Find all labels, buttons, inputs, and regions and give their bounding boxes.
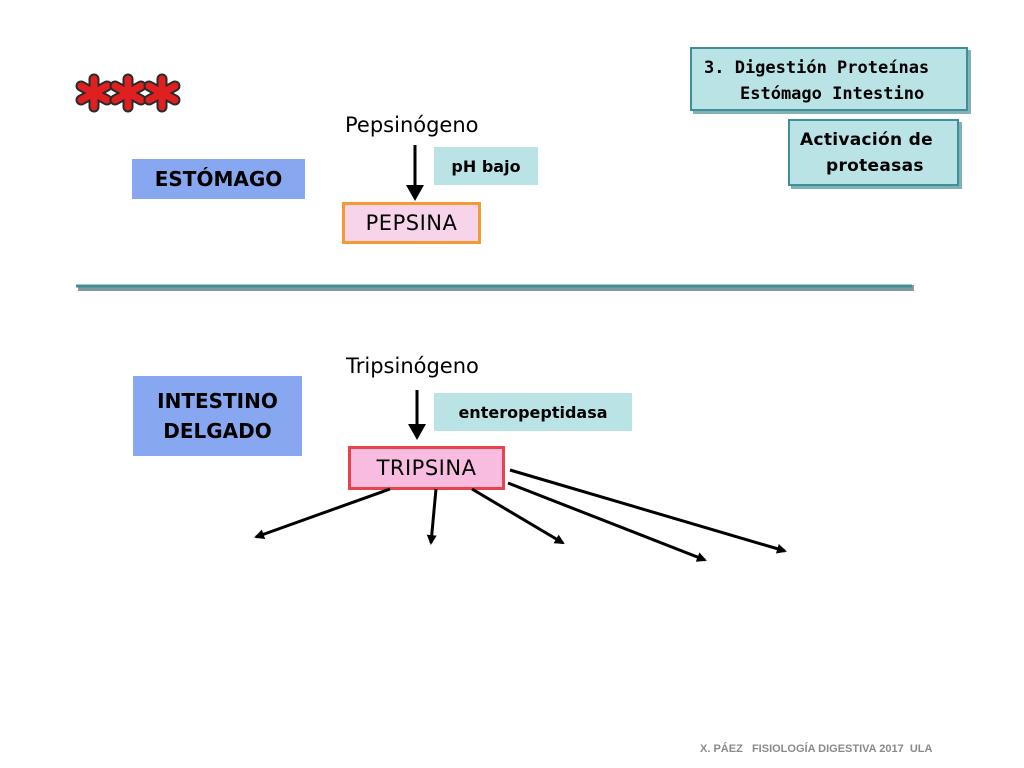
trypsinogen-label: Tripsinógeno <box>346 354 479 378</box>
tripsina-box: TRIPSINA <box>348 446 505 490</box>
activation-line-2: proteasas <box>826 156 924 176</box>
title-line-2: Estómago Intestino <box>740 84 925 104</box>
pepsinogen-down-arrow-icon <box>406 145 424 201</box>
stomach-label-text: ESTÓMAGO <box>154 167 283 191</box>
tripsina-arrow-3 <box>471 487 565 545</box>
tripsina-arrow-4 <box>507 481 707 562</box>
pepsina-box: PEPSINA <box>342 202 481 244</box>
title-line-1: 3. Digestión Proteínas <box>704 58 930 78</box>
title-box <box>690 47 968 111</box>
trypsinogen-down-arrow-icon <box>408 390 426 440</box>
small-intestine-line-2: DELGADO <box>163 419 272 443</box>
tripsina-arrow-5 <box>509 468 787 554</box>
small-intestine-label: INTESTINO DELGADO <box>133 376 302 456</box>
pepsina-text: PEPSINA <box>365 211 458 235</box>
tripsina-text: TRIPSINA <box>376 456 477 480</box>
pepsinogen-label: Pepsinógeno <box>345 113 479 137</box>
tripsina-arrow-2 <box>426 488 438 545</box>
stomach-label: ESTÓMAGO <box>132 159 305 199</box>
small-intestine-line-1: INTESTINO <box>157 389 278 413</box>
enteropeptidase-text: enteropeptidasa <box>458 402 608 422</box>
footer-credit: X. PÁEZ FISIOLOGÍA DIGESTIVA 2017 ULA <box>700 743 933 755</box>
enteropeptidase-label: enteropeptidasa <box>434 393 632 431</box>
tripsina-arrow-1 <box>254 487 391 540</box>
low-ph-text: pH bajo <box>451 156 521 176</box>
activation-line-1: Activación de <box>800 130 933 150</box>
low-ph-label: pH bajo <box>434 147 538 185</box>
activation-box <box>788 119 959 186</box>
section-divider <box>76 284 914 291</box>
